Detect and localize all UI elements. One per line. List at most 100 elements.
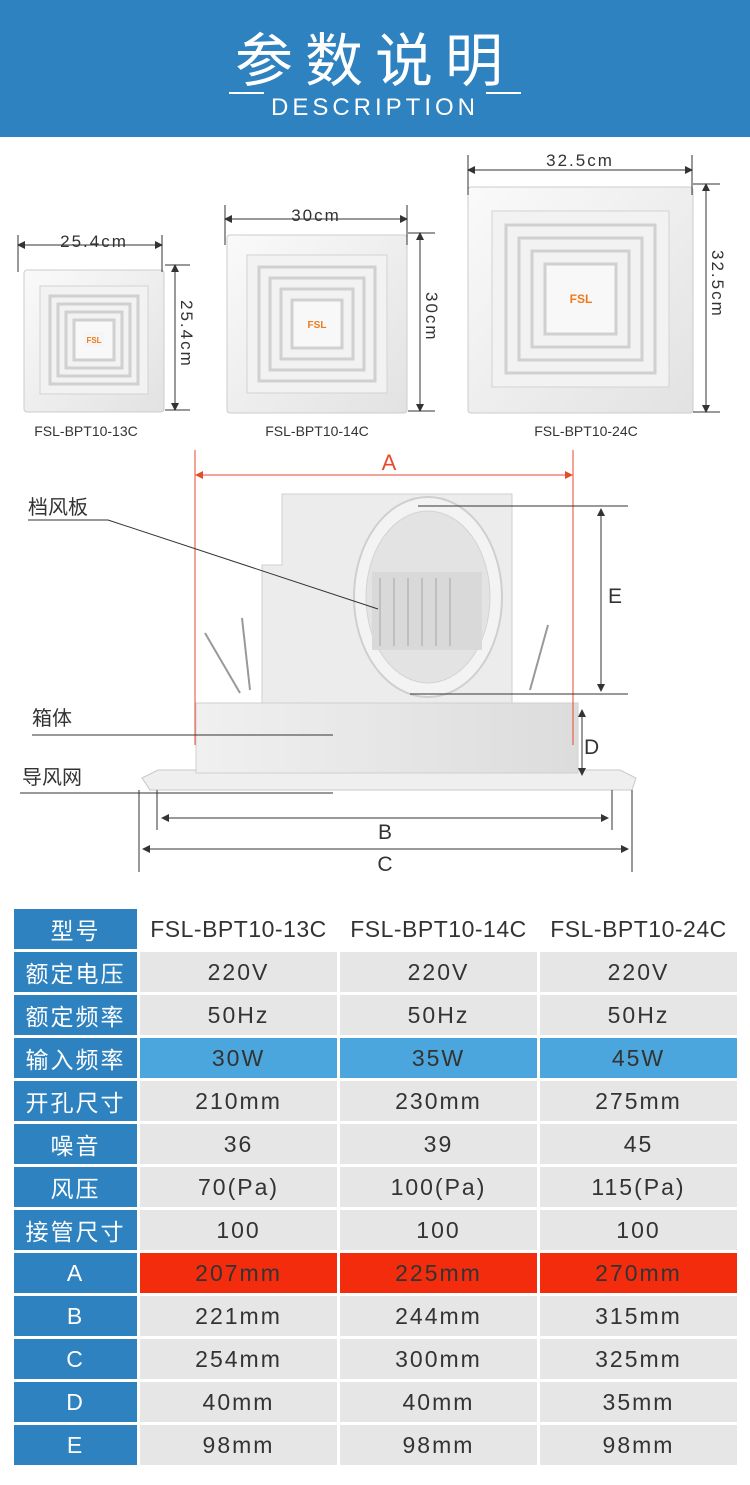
table-row: 额定频率 50Hz 50Hz 50Hz bbox=[14, 995, 737, 1035]
subtitle-rule-right bbox=[486, 92, 521, 94]
row-label: 型号 bbox=[14, 909, 138, 949]
row-label: A bbox=[14, 1253, 138, 1293]
table-row: 风压 70(Pa) 100(Pa) 115(Pa) bbox=[14, 1167, 737, 1207]
callout-grille: 导风网 bbox=[22, 767, 82, 789]
product-3-width-label: 32.5cm bbox=[546, 151, 614, 170]
table-cell: 220V bbox=[140, 952, 337, 992]
table-cell: 50Hz bbox=[140, 995, 337, 1035]
product-2-logo: FSL bbox=[308, 320, 327, 331]
page-title: 参数说明 bbox=[234, 27, 515, 95]
row-label: 额定频率 bbox=[14, 995, 138, 1035]
table-cell: 254mm bbox=[140, 1339, 337, 1379]
table-cell: 315mm bbox=[539, 1296, 737, 1336]
table-cell: 210mm bbox=[140, 1081, 337, 1121]
dimension-c-label: C bbox=[377, 853, 392, 876]
row-label: 额定电压 bbox=[14, 952, 138, 992]
table-cell: 98mm bbox=[339, 1425, 537, 1465]
table-cell: 220V bbox=[339, 952, 537, 992]
row-label: 噪音 bbox=[14, 1124, 138, 1164]
dimension-b-label: B bbox=[378, 821, 392, 844]
row-label: 开孔尺寸 bbox=[14, 1081, 138, 1121]
table-cell: FSL-BPT10-13C bbox=[140, 909, 337, 949]
table-cell: 39 bbox=[339, 1124, 537, 1164]
dimension-e bbox=[410, 505, 628, 695]
table-cell: 40mm bbox=[339, 1382, 537, 1422]
product-1-model: FSL-BPT10-13C bbox=[34, 423, 137, 439]
table-cell: 100 bbox=[539, 1210, 737, 1250]
table-cell: 50Hz bbox=[339, 995, 537, 1035]
table-row: 接管尺寸 100 100 100 bbox=[14, 1210, 737, 1250]
table-cell: 207mm bbox=[140, 1253, 337, 1293]
table-row: 开孔尺寸 210mm 230mm 275mm bbox=[14, 1081, 737, 1121]
table-cell: 100 bbox=[339, 1210, 537, 1250]
table-cell: 115(Pa) bbox=[539, 1167, 737, 1207]
product-1-logo: FSL bbox=[86, 336, 101, 345]
product-2-illustration bbox=[224, 205, 435, 414]
table-row: D 40mm 40mm 35mm bbox=[14, 1382, 737, 1422]
table-cell: 100(Pa) bbox=[339, 1167, 537, 1207]
table-cell: 50Hz bbox=[539, 995, 737, 1035]
header-banner: 参数说明 DESCRIPTION bbox=[0, 0, 750, 137]
product-3-logo: FSL bbox=[570, 292, 593, 306]
table-cell: 244mm bbox=[339, 1296, 537, 1336]
callout-damper: 档风板 bbox=[28, 496, 88, 519]
table-cell: 40mm bbox=[140, 1382, 337, 1422]
dimension-diagram: A E D B C 档风板 箱体 导风网 bbox=[20, 450, 637, 876]
product-2-model: FSL-BPT10-14C bbox=[265, 423, 368, 439]
table-cell: FSL-BPT10-24C bbox=[539, 909, 737, 949]
dimension-a bbox=[194, 450, 574, 745]
table-row: 噪音 36 39 45 bbox=[14, 1124, 737, 1164]
table-cell: 325mm bbox=[539, 1339, 737, 1379]
callout-leaders bbox=[20, 519, 379, 794]
page-subtitle: DESCRIPTION bbox=[270, 94, 479, 121]
table-row-highlighted: 输入频率 30W 35W 45W bbox=[14, 1038, 737, 1078]
table-row-highlighted: A 207mm 225mm 270mm bbox=[14, 1253, 737, 1293]
row-label: 风压 bbox=[14, 1167, 138, 1207]
subtitle-rule-left bbox=[229, 92, 264, 94]
table-cell: 36 bbox=[140, 1124, 337, 1164]
row-label: D bbox=[14, 1382, 138, 1422]
product-2-height-label: 30cm bbox=[422, 292, 441, 342]
table-row: C 254mm 300mm 325mm bbox=[14, 1339, 737, 1379]
product-3-model: FSL-BPT10-24C bbox=[534, 423, 637, 439]
product-2-width-label: 30cm bbox=[291, 206, 341, 225]
table-cell: FSL-BPT10-14C bbox=[339, 909, 537, 949]
table-row: 额定电压 220V 220V 220V bbox=[14, 952, 737, 992]
callout-box: 箱体 bbox=[32, 707, 72, 730]
table-cell: 221mm bbox=[140, 1296, 337, 1336]
dimension-d-label: D bbox=[584, 736, 599, 759]
product-3-height-label: 32.5cm bbox=[708, 250, 727, 318]
row-label: 输入频率 bbox=[14, 1038, 138, 1078]
table-cell: 230mm bbox=[339, 1081, 537, 1121]
dimension-b bbox=[156, 790, 613, 830]
table-cell: 225mm bbox=[339, 1253, 537, 1293]
table-cell: 45W bbox=[539, 1038, 737, 1078]
table-cell: 35W bbox=[339, 1038, 537, 1078]
dimension-c bbox=[138, 790, 633, 872]
fan-body-illustration bbox=[141, 493, 637, 791]
row-label: E bbox=[14, 1425, 138, 1465]
table-row: E 98mm 98mm 98mm bbox=[14, 1425, 737, 1465]
table-cell: 45 bbox=[539, 1124, 737, 1164]
product-1-height-label: 25.4cm bbox=[177, 300, 196, 368]
table-row: 型号 FSL-BPT10-13C FSL-BPT10-14C FSL-BPT10… bbox=[14, 909, 737, 949]
row-label: C bbox=[14, 1339, 138, 1379]
product-1-width-label: 25.4cm bbox=[60, 232, 128, 251]
spec-table: 型号 FSL-BPT10-13C FSL-BPT10-14C FSL-BPT10… bbox=[11, 906, 740, 1468]
product-1-illustration bbox=[17, 235, 190, 413]
table-cell: 30W bbox=[140, 1038, 337, 1078]
table-row: B 221mm 244mm 315mm bbox=[14, 1296, 737, 1336]
dimension-a-label: A bbox=[382, 450, 397, 475]
row-label: B bbox=[14, 1296, 138, 1336]
table-cell: 98mm bbox=[140, 1425, 337, 1465]
table-cell: 300mm bbox=[339, 1339, 537, 1379]
table-cell: 70(Pa) bbox=[140, 1167, 337, 1207]
table-cell: 100 bbox=[140, 1210, 337, 1250]
table-cell: 275mm bbox=[539, 1081, 737, 1121]
table-cell: 220V bbox=[539, 952, 737, 992]
table-cell: 270mm bbox=[539, 1253, 737, 1293]
product-3-illustration bbox=[467, 155, 720, 414]
product-sizes-figure: 25.4cm 25.4cm FSL FSL-BPT10-13C 30cm 30c… bbox=[17, 151, 727, 439]
table-cell: 98mm bbox=[539, 1425, 737, 1465]
row-label: 接管尺寸 bbox=[14, 1210, 138, 1250]
